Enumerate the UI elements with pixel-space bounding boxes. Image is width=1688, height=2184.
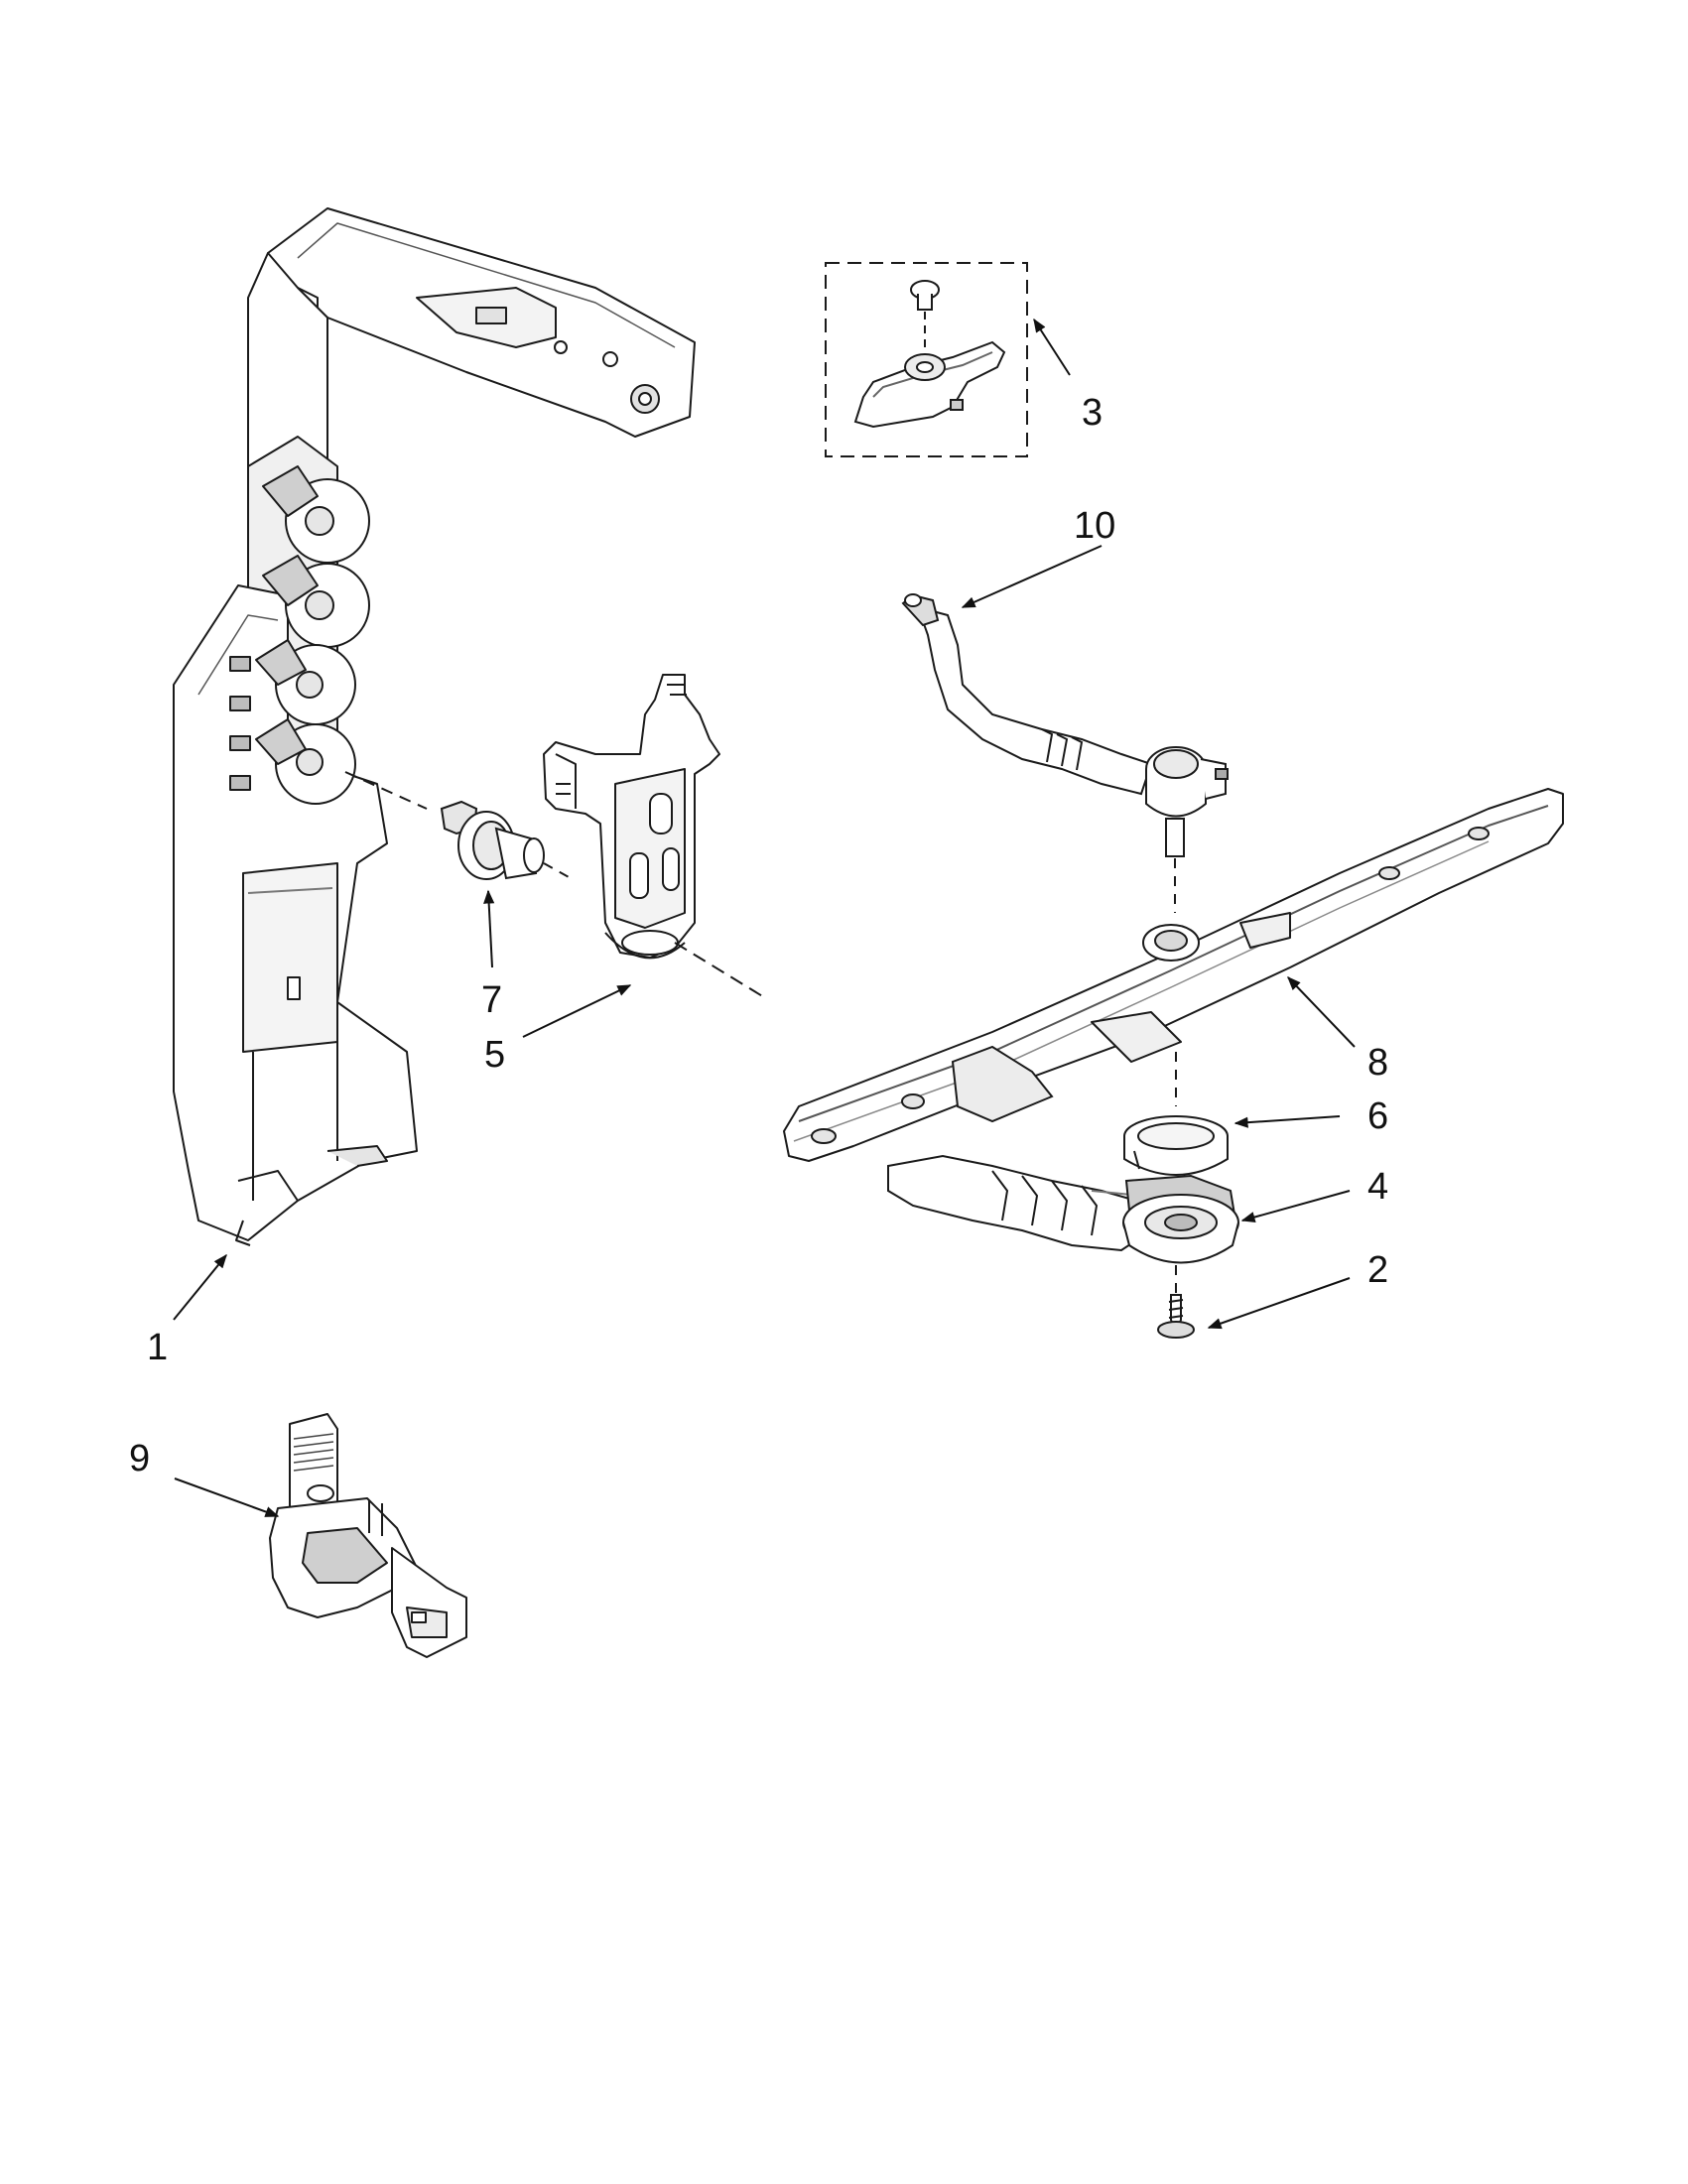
callout-7: 7 — [481, 979, 502, 1021]
leader-1 — [173, 1253, 227, 1321]
callout-6: 6 — [1367, 1095, 1388, 1137]
part-2-screw — [1158, 1295, 1194, 1338]
part-6-ring — [1124, 1116, 1228, 1230]
part-1-water-conduit — [174, 208, 695, 1245]
callout-10: 10 — [1074, 505, 1115, 547]
leader-6 — [1234, 1115, 1341, 1128]
leader-10 — [961, 545, 1103, 608]
leader-9 — [174, 1477, 280, 1517]
callout-2: 2 — [1367, 1249, 1388, 1291]
callout-3: 3 — [1082, 392, 1103, 434]
leader-8 — [1287, 975, 1356, 1048]
callout-8: 8 — [1367, 1042, 1388, 1084]
part-5-bracket — [544, 675, 764, 997]
leader-7 — [483, 889, 495, 968]
leader-3 — [1033, 318, 1071, 376]
part-10-feed-tube — [903, 594, 1228, 913]
part-9-connector — [270, 1414, 466, 1657]
leader-4 — [1240, 1190, 1351, 1223]
callout-4: 4 — [1367, 1166, 1388, 1208]
callout-leaders — [173, 318, 1356, 1517]
part-4-hub — [1123, 1176, 1238, 1295]
part-7-plug — [345, 772, 571, 879]
part-8-hose — [888, 1047, 1156, 1250]
leader-5 — [522, 984, 632, 1038]
leader-2 — [1207, 1277, 1351, 1330]
callout-9: 9 — [129, 1438, 150, 1479]
part-3-assembly-box — [826, 263, 1027, 456]
callout-5: 5 — [484, 1034, 505, 1076]
callout-1: 1 — [147, 1327, 168, 1368]
callout-labels: 1 2 3 4 5 6 7 8 9 10 — [129, 392, 1388, 1479]
